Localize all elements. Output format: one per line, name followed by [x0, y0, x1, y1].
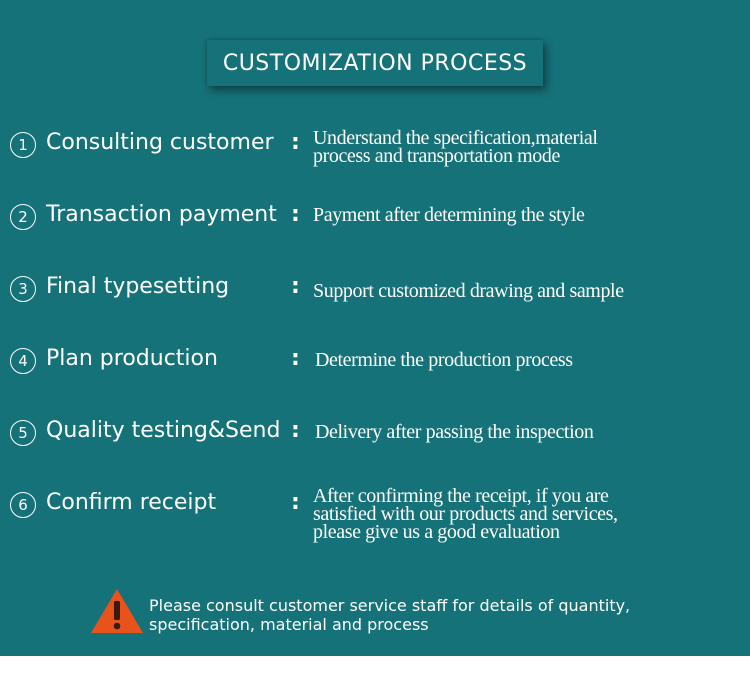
step-desc-1-line-2: process and transportation mode — [313, 145, 560, 167]
step-desc-3-line-1: Support customized drawing and sample — [313, 280, 624, 302]
step-desc-6-line-2: satisfied with our products and services… — [313, 503, 618, 525]
page-title: CUSTOMIZATION PROCESS — [222, 50, 528, 76]
step-number-5: 5 — [10, 420, 36, 446]
step-desc-5: Delivery after passing the inspection — [315, 421, 735, 443]
step-name-4: Plan production — [46, 346, 218, 371]
step-desc-2: Payment after determining the style — [313, 204, 733, 226]
step-colon-3: : — [291, 274, 300, 299]
notice-line-1: Please consult customer service staff fo… — [149, 596, 631, 615]
step-number-6: 6 — [10, 492, 36, 518]
step-desc-1-line-1: Understand the specification,material — [313, 127, 598, 149]
step-desc-1: Understand the specification,material pr… — [313, 127, 733, 167]
step-desc-5-line-1: Delivery after passing the inspection — [315, 421, 594, 443]
step-desc-4: Determine the production process — [315, 349, 735, 371]
step-name-3: Final typesetting — [46, 274, 230, 299]
step-number-4: 4 — [10, 348, 36, 374]
step-number-3: 3 — [10, 276, 36, 302]
step-desc-2-line-1: Payment after determining the style — [313, 204, 585, 226]
step-desc-3: Support customized drawing and sample — [313, 280, 733, 302]
warning-icon — [91, 589, 143, 633]
step-number-1: 1 — [10, 132, 36, 158]
step-desc-6-line-1: After confirming the receipt, if you are — [313, 485, 609, 507]
process-panel: CUSTOMIZATION PROCESS 1 Consulting custo… — [0, 0, 750, 656]
step-desc-6-line-3: please give us a good evaluation — [313, 521, 560, 543]
header-banner: CUSTOMIZATION PROCESS — [207, 40, 543, 86]
step-colon-5: : — [291, 418, 300, 443]
notice-line-2: specification, material and process — [149, 615, 429, 634]
step-name-1: Consulting customer — [46, 130, 274, 155]
step-colon-4: : — [291, 346, 300, 371]
step-colon-1: : — [291, 130, 300, 155]
step-name-5: Quality testing&Send — [46, 418, 281, 443]
step-colon-6: : — [291, 490, 300, 515]
step-number-2: 2 — [10, 204, 36, 230]
step-desc-4-line-1: Determine the production process — [315, 349, 573, 371]
step-name-2: Transaction payment — [46, 202, 277, 227]
step-desc-6: After confirming the receipt, if you are… — [313, 485, 733, 543]
step-name-6: Confirm receipt — [46, 490, 217, 515]
notice-text: Please consult customer service staff fo… — [149, 596, 630, 634]
step-colon-2: : — [291, 202, 300, 227]
